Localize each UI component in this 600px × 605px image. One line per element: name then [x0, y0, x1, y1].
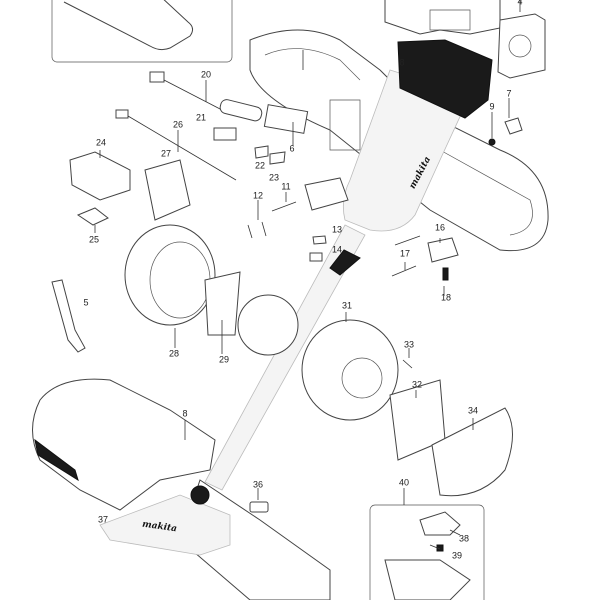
part-24-switch: [69, 151, 131, 201]
part-40-assembly-box: [369, 504, 485, 605]
part-15-pin: [394, 235, 421, 246]
part-7-knob: [504, 117, 523, 135]
part-label-32: 32: [411, 379, 423, 390]
part-17-pin: [391, 265, 417, 277]
leader-lines: [94, 50, 510, 550]
part-label-5: 5: [83, 297, 89, 308]
part-label-23: 23: [268, 172, 280, 183]
floor-nozzle: [99, 485, 231, 556]
part-label-24: 24: [95, 137, 107, 148]
housing-lower: [32, 378, 331, 601]
wiring-parts: [115, 71, 263, 181]
part-10-cover: [304, 177, 349, 211]
part-label-40: 40: [398, 477, 410, 488]
part-label-38: 38: [458, 533, 470, 544]
part-31-fan-housing: [301, 319, 399, 421]
part-label-34: 34: [467, 405, 479, 416]
part-label-22: 22: [254, 160, 266, 171]
seal-gasket-box: [51, 0, 233, 63]
extension-pipe: [204, 224, 366, 491]
part-label-29: 29: [218, 354, 230, 365]
part-label-7: 7: [506, 88, 512, 99]
part-label-36: 36: [252, 479, 264, 490]
part-14-block: [309, 252, 323, 262]
motor-body: [342, 39, 493, 232]
part-label-6: 6: [289, 143, 295, 154]
part-label-9: 9: [489, 101, 495, 112]
part-5-strap: [51, 279, 86, 353]
part-label-25: 25: [88, 234, 100, 245]
dust-case: [384, 0, 501, 35]
part-27-plate: [144, 159, 191, 221]
part-9-screw: [488, 138, 496, 146]
part-label-14: 14: [331, 244, 343, 255]
part-label-27: 27: [160, 148, 172, 159]
part-label-39: 39: [451, 550, 463, 561]
part-33-screw: [402, 359, 413, 369]
part-11-pin: [271, 201, 297, 212]
part-label-16: 16: [434, 222, 446, 233]
part-label-37: 37: [97, 514, 109, 525]
part-label-13: 13: [331, 224, 343, 235]
part-label-4: 4: [517, 0, 523, 7]
part-6-sheet: [263, 104, 309, 134]
part-23-holder: [269, 151, 286, 165]
part-label-12: 12: [252, 190, 264, 201]
part-label-11: 11: [281, 181, 291, 192]
part-label-8-lower: 8: [182, 408, 188, 419]
part-13-clip: [312, 235, 327, 245]
part-16-button: [427, 237, 459, 263]
part-label-20: 20: [200, 69, 212, 80]
part-12-springs: [247, 221, 267, 239]
part-label-26: 26: [172, 119, 184, 130]
part-4-plate: [497, 0, 546, 79]
part-label-18: 18: [440, 292, 452, 303]
part-label-8-upper: 8: [399, 57, 405, 68]
part-34-filter-paper: [431, 407, 513, 497]
part-36-cap: [249, 501, 269, 513]
part-label-31: 31: [341, 300, 353, 311]
part-28-frame: [124, 224, 216, 326]
part-18-spring: [442, 267, 449, 281]
part-label-33: 33: [403, 339, 415, 350]
part-label-21: 21: [195, 112, 207, 123]
part-25-pad: [76, 207, 109, 226]
part-label-28: 28: [168, 348, 180, 359]
part-22-clip: [254, 145, 269, 159]
motor-unit: [237, 294, 299, 356]
part-label-17: 17: [399, 248, 411, 259]
part-29-bracket: [204, 271, 241, 336]
